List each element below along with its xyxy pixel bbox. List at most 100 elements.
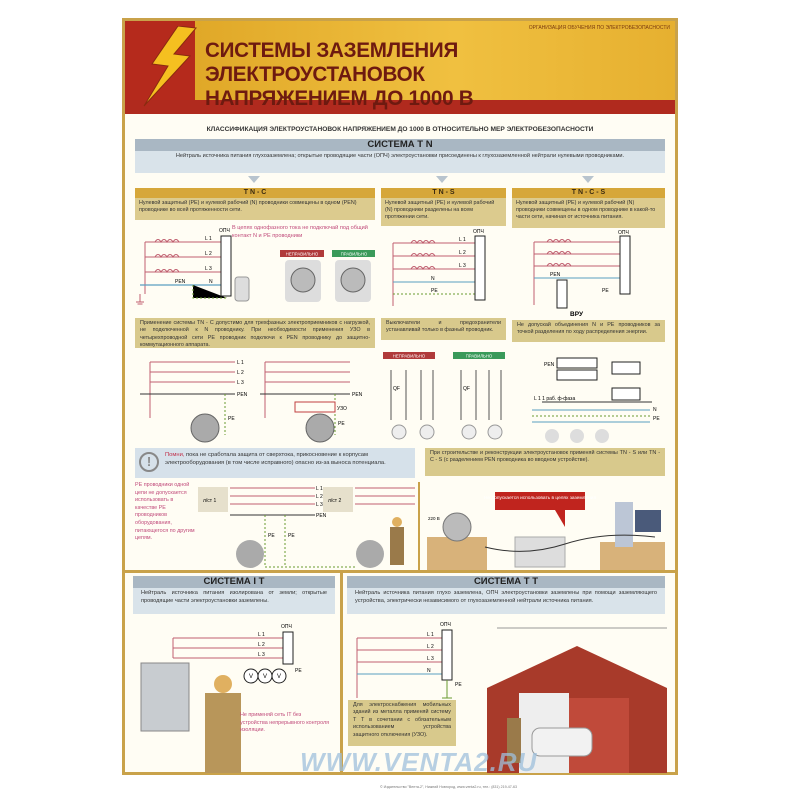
pe-misuse-diagram: л/ст 1 л/ст 2 L 1 L 2 L 3 PEN PE PE xyxy=(198,486,415,568)
label-l2: L 2 xyxy=(427,644,434,650)
label-pe: PE xyxy=(338,421,345,427)
label-l1: L 1 xyxy=(316,486,323,492)
construction-note: При строительстве и реконструкции электр… xyxy=(425,448,665,476)
bulb-icon xyxy=(391,424,407,440)
control-panel-icon xyxy=(140,662,190,732)
classification-heading: КЛАССИФИКАЦИЯ ЭЛЕКТРОУСТАНОВОК НАПРЯЖЕНИ… xyxy=(206,126,594,133)
arrow-down-icon xyxy=(436,176,448,183)
tn-system-title: СИСТЕМА T N xyxy=(135,139,665,151)
label-l1: L 1 xyxy=(237,360,244,366)
it-note: Не применяй сеть IT без устройства непре… xyxy=(240,712,330,733)
label-n: N xyxy=(431,276,435,282)
motor-icon xyxy=(356,540,384,568)
radiator-icon xyxy=(514,536,566,568)
tnc-desc: Нулевой защитный (PE) и нулевой рабочий … xyxy=(135,198,375,220)
label-opch: ОПЧ xyxy=(219,228,230,234)
car-icon xyxy=(531,727,593,757)
label-l1-phase: L 1 1 раб. ф-фаза xyxy=(534,396,575,402)
label-l2: L 2 xyxy=(316,494,323,500)
label-uzo: УЗО xyxy=(337,406,347,412)
exclamation-icon: ! xyxy=(139,452,159,472)
label-l3: L 3 xyxy=(258,652,265,658)
tt-system-title: СИСТЕМА T T xyxy=(347,576,665,588)
label-l2: L 2 xyxy=(258,642,265,648)
divider xyxy=(418,482,420,570)
label-n: N xyxy=(427,668,431,674)
label-l1: L 1 xyxy=(427,632,434,638)
lightning-bolt-icon xyxy=(143,26,197,107)
tnc-title: T N - C xyxy=(135,188,375,198)
label-line-2: л/ст 2 xyxy=(328,498,341,504)
label-wrong: НЕПРАВИЛЬНО xyxy=(393,354,426,359)
divider xyxy=(125,570,675,573)
tnc-motor-diagram: УЗО L 1 L 2 L 3 PEN PE PEN PE xyxy=(140,360,363,443)
title-line-1: СИСТЕМЫ ЗАЗЕМЛЕНИЯ ЭЛЕКТРОУСТАНОВОК xyxy=(205,38,459,86)
tt-diagram: ОПЧ L 1 L 2 L 3 N PE xyxy=(356,622,667,773)
tns-note: Выключатели и предохранители устанавлива… xyxy=(381,318,506,340)
label-l3: L 3 xyxy=(316,502,323,508)
divider xyxy=(340,573,343,773)
tnc-note: Применение системы TN - C допустимо для … xyxy=(135,318,375,348)
label-l1: L 1 xyxy=(205,236,212,242)
label-l2: L 2 xyxy=(205,251,212,257)
label-vru: ВРУ xyxy=(570,311,584,318)
label-l3: L 3 xyxy=(427,656,434,662)
warning-box: ! Помни, пока не сработала защита от све… xyxy=(135,448,415,478)
label-pe: PE xyxy=(602,288,609,294)
label-n: N xyxy=(209,279,213,285)
plug-icon xyxy=(234,276,250,302)
motor-icon xyxy=(236,540,264,568)
label-line-1: л/ст 1 xyxy=(203,498,216,504)
label-pe: PE xyxy=(228,416,235,422)
label-220v: 220 В xyxy=(428,516,440,521)
page-title: СИСТЕМЫ ЗАЗЕМЛЕНИЯ ЭЛЕКТРОУСТАНОВОК НАПР… xyxy=(205,38,656,110)
tnc-diagram: ОПЧ L 1 L 2 L 3 PEN N PE НЕПРАВИЛЬНО ПРА… xyxy=(136,228,375,305)
voltmeter-icon: V xyxy=(249,674,253,680)
label-right: ПРАВИЛЬНО xyxy=(341,252,368,257)
label-pen: PEN xyxy=(175,279,186,285)
label-pen: PEN xyxy=(237,392,248,398)
label-opch: ОПЧ xyxy=(281,624,292,630)
arrow-down-icon xyxy=(248,176,260,183)
label-opch: ОПЧ xyxy=(618,230,629,236)
label-pen: PEN xyxy=(352,392,363,398)
it-diagram: V V V ОПЧ L 1 L 2 L 3 PE xyxy=(140,624,302,773)
label-pen: PEN xyxy=(544,362,555,368)
label-pen: PEN xyxy=(550,272,561,278)
watermark: WWW.VENTA2.RU xyxy=(300,747,538,777)
label-pen: PEN xyxy=(316,513,327,519)
label-pe: PE xyxy=(288,533,295,539)
tncs-desc: Нулевой защитный (PE) и нулевой рабочий … xyxy=(512,198,665,228)
tns-diagram: ОПЧ L 1 L 2 L 3 N PE xyxy=(392,229,486,306)
voltmeter-icon: V xyxy=(277,674,281,680)
voltmeter-icon: V xyxy=(263,674,267,680)
tt-system-desc: Нейтраль источника питания глухо заземле… xyxy=(347,588,665,614)
copyright: © Издательство "Вента-2", Нижний Новгоро… xyxy=(380,785,517,789)
label-pe: PE xyxy=(295,668,302,674)
arrow-down-icon xyxy=(582,176,594,183)
title-line-2: НАПРЯЖЕНИЕМ ДО 1000 В xyxy=(205,86,474,110)
worker-icon xyxy=(390,527,404,565)
red-tag-line: Не допускается использовать в целях зазе… xyxy=(484,495,596,501)
tncs-title: T N - C - S xyxy=(512,188,665,198)
label-opch: ОПЧ xyxy=(440,622,451,628)
tns-desc: Нулевой защитный (PE) и нулевой рабочий … xyxy=(381,198,506,226)
label-wrong: НЕПРАВИЛЬНО xyxy=(286,252,319,257)
label-pe: PE xyxy=(455,682,462,688)
label-l2: L 2 xyxy=(237,370,244,376)
it-system-title: СИСТЕМА I T xyxy=(133,576,335,588)
tt-note: Для электроснабжения мобильных зданий из… xyxy=(348,700,456,746)
it-system-desc: Нейтраль источника питания изолирована о… xyxy=(133,588,335,614)
tncs-note: Не допускай объединения N и PE проводник… xyxy=(512,320,665,342)
label-l2: L 2 xyxy=(459,250,466,256)
label-l3: L 3 xyxy=(237,380,244,386)
worker-icon xyxy=(507,718,521,763)
label-pe: PE xyxy=(268,533,275,539)
label-l3: L 3 xyxy=(459,263,466,269)
label-l3: L 3 xyxy=(205,266,212,272)
label-pe: PE xyxy=(653,416,660,422)
worker-icon xyxy=(205,693,241,773)
label-opch: ОПЧ xyxy=(473,229,484,235)
tncs-diagram: ОПЧ ВРУ PEN PE xyxy=(533,230,631,318)
warning-lead: Помни, xyxy=(165,452,185,458)
